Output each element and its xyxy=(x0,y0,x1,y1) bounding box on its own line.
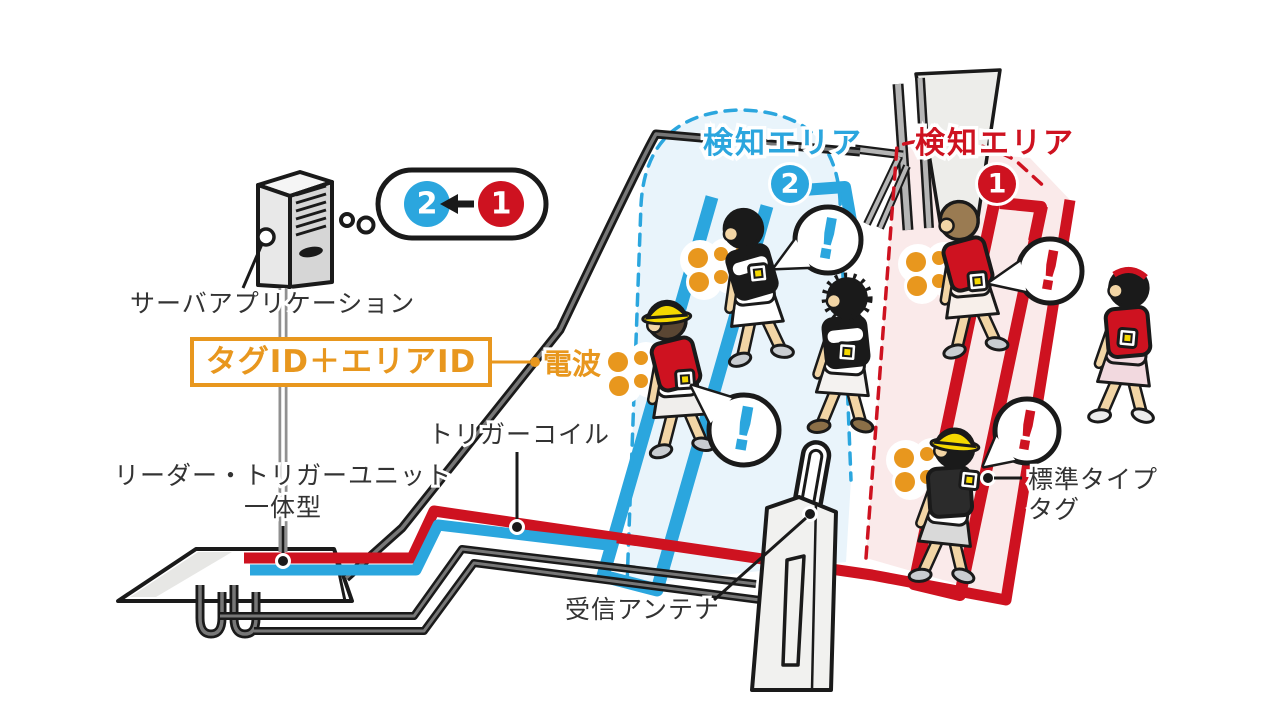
labels-layer: サーバアプリケーション タグID＋エリアID 電波 トリガーコイル リーダー・ト… xyxy=(111,123,1160,628)
standard-tag-callout-dot xyxy=(980,470,996,486)
wave-dot xyxy=(895,472,915,492)
server-label: サーバアプリケーション xyxy=(130,289,415,318)
wave-dot xyxy=(634,351,648,365)
alert-bubble: ! xyxy=(987,236,1085,306)
wave-dot xyxy=(634,374,648,388)
wave-dot xyxy=(906,252,926,272)
tag-area-id-label: タグID＋エリアID xyxy=(206,344,477,380)
alert-bubble: ! xyxy=(689,383,782,468)
wave-dot xyxy=(907,276,927,296)
radio-connector-dot xyxy=(530,357,540,367)
trigger-coil-callout-dot xyxy=(509,519,525,535)
reader-unit-label-line1: リーダー・トリガーユニット xyxy=(114,461,452,490)
area2-badge-number: 2 xyxy=(781,169,800,200)
reader-trigger-unit xyxy=(116,547,354,639)
receiving-antenna xyxy=(750,440,838,692)
wave-dot xyxy=(608,352,628,372)
detection-area-2-border xyxy=(625,108,853,587)
detection-area-1-border xyxy=(864,137,1050,560)
server-callout-dot xyxy=(256,227,276,247)
standard-tag-label-line2: タグ xyxy=(1028,495,1080,524)
coil-cable-area2 xyxy=(250,519,617,576)
area2-corner-bracket xyxy=(802,181,857,223)
trigger-coil-label: トリガーコイル xyxy=(428,420,610,449)
area1-title: 検知エリア xyxy=(915,126,1075,161)
wave-dot xyxy=(920,447,934,461)
antenna-cable-pair xyxy=(220,545,761,635)
child-area2-rear xyxy=(641,299,717,460)
left-arrow-head xyxy=(440,194,458,214)
child-area1-front xyxy=(938,199,1010,360)
child-passed-gate xyxy=(1087,266,1155,424)
thought-area1-badge xyxy=(478,181,524,227)
antenna-callout-line xyxy=(713,516,807,602)
wave-dot xyxy=(714,247,728,261)
cable-to-gate xyxy=(343,129,861,582)
antenna-label: 受信アンテナ xyxy=(565,595,720,624)
alert-bubble: ! xyxy=(772,204,864,276)
reader-unit-label-line2: 一体型 xyxy=(244,493,322,522)
child-area1-rear xyxy=(907,427,981,585)
standard-tag-label-line1: 標準タイプ xyxy=(1028,465,1158,494)
area1-corner-bracket xyxy=(999,197,1047,243)
wave-dot xyxy=(894,448,914,468)
wave-dot xyxy=(609,376,629,396)
thought-area2-badge xyxy=(404,181,450,227)
thought-area1-number: 1 xyxy=(491,187,512,222)
child-between-areas xyxy=(806,272,875,434)
area1-badge-number: 1 xyxy=(988,169,1007,200)
coil-cable-area1 xyxy=(244,199,1076,606)
wave-dot xyxy=(689,272,709,292)
area2-badge xyxy=(771,165,809,203)
reader-unit-callout-dot xyxy=(275,553,291,569)
area2-title: 検知エリア xyxy=(703,126,863,161)
area1-badge xyxy=(978,165,1016,203)
server-callout-line xyxy=(241,243,264,289)
alert-bubble: ! xyxy=(981,396,1062,469)
wave-dot xyxy=(688,248,708,268)
thought-bubble: 2 1 xyxy=(339,167,549,241)
thought-area2-number: 2 xyxy=(417,187,438,222)
child-area2-front xyxy=(722,207,795,368)
radio-wave-label: 電波 xyxy=(543,347,602,381)
antenna-callout-dot xyxy=(802,506,818,522)
wave-dot xyxy=(714,270,728,284)
tag-area-id-box xyxy=(190,337,492,387)
